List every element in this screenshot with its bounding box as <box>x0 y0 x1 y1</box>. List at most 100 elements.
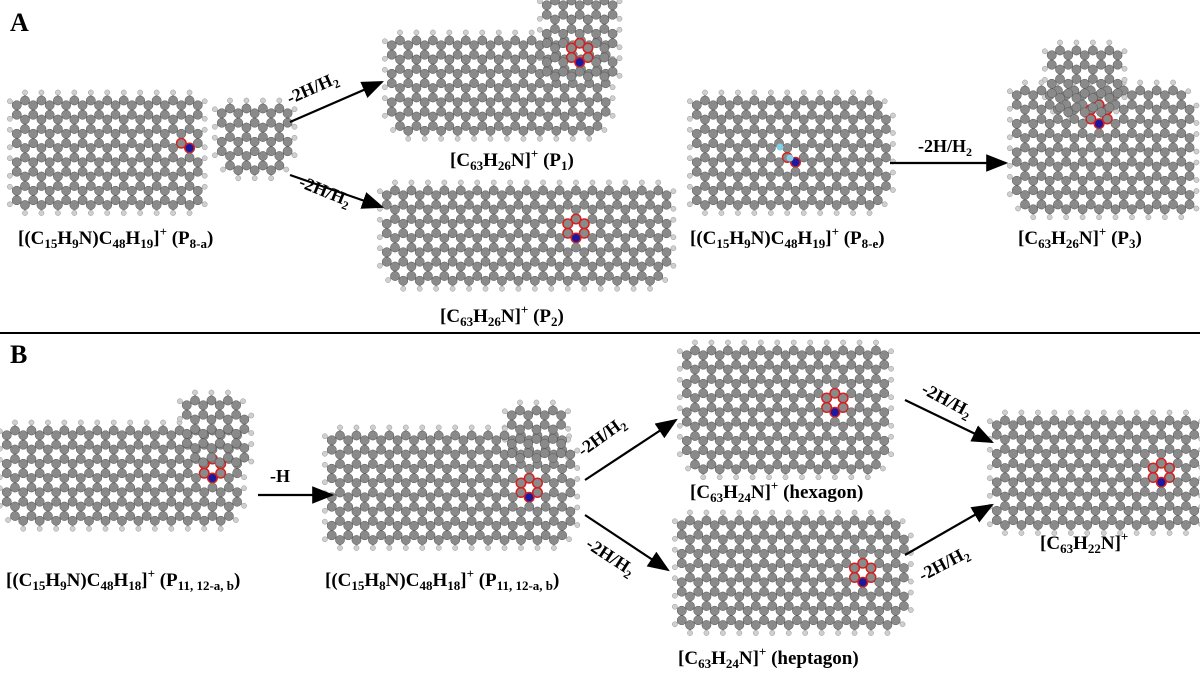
carbon-atom <box>168 124 178 134</box>
carbon-atom <box>110 138 121 149</box>
carbon-atom <box>94 166 104 177</box>
carbon-atom <box>241 132 252 142</box>
carbon-atom <box>28 109 39 120</box>
carbon-atom <box>118 200 129 210</box>
hydrogen-atom <box>6 172 13 179</box>
carbon-atom <box>176 157 187 168</box>
carbon-atom <box>127 128 137 139</box>
hydrogen-atom <box>87 89 94 96</box>
carbon-atom <box>176 100 187 111</box>
carbon-atom <box>69 124 80 134</box>
carbon-atom <box>94 109 104 120</box>
carbon-atom <box>85 171 96 182</box>
carbon-atom <box>94 157 104 168</box>
hydrogen-atom <box>137 89 144 96</box>
hydrogen-atom <box>104 89 111 96</box>
carbon-atom <box>110 166 121 177</box>
carbon-atom <box>44 100 55 111</box>
carbon-atom <box>143 100 154 111</box>
hydrogen-atom <box>220 166 226 173</box>
carbon-atom <box>77 185 88 196</box>
carbon-atom <box>192 166 203 177</box>
carbon-atom <box>184 114 195 125</box>
carbon-atom <box>77 109 88 120</box>
carbon-atom <box>225 132 235 142</box>
carbon-atom <box>135 171 146 182</box>
hydrogen-atom <box>153 210 160 216</box>
hydrogen-atom <box>170 89 176 96</box>
carbon-atom <box>143 128 154 139</box>
carbon-atom <box>168 152 178 163</box>
carbon-atom <box>69 143 80 153</box>
carbon-atom <box>168 200 178 210</box>
hydrogen-atom <box>201 126 208 133</box>
carbon-atom <box>36 152 47 163</box>
carbon-atom <box>20 152 30 163</box>
carbon-atom <box>184 171 195 182</box>
carbon-atom <box>94 138 104 149</box>
carbon-atom <box>102 114 113 125</box>
carbon-atom <box>20 181 30 191</box>
carbon-atom <box>168 181 178 191</box>
hydrogen-atom <box>186 210 193 216</box>
carbon-atom <box>151 171 162 182</box>
hydrogen-atom <box>291 123 298 130</box>
carbon-atom <box>241 103 252 114</box>
carbon-atom <box>184 181 195 191</box>
carbon-atom <box>61 195 71 206</box>
carbon-atom <box>127 195 137 206</box>
carbon-atom <box>102 171 113 182</box>
carbon-atom <box>28 166 39 177</box>
carbon-atom <box>94 100 104 111</box>
carbon-atom <box>110 100 121 111</box>
carbon-atom <box>282 136 293 147</box>
carbon-atom <box>61 100 71 111</box>
carbon-atom <box>94 128 104 139</box>
carbon-atom <box>53 114 63 125</box>
carbon-atom <box>274 103 285 114</box>
carbon-atom <box>61 109 71 120</box>
hydrogen-atom <box>251 175 258 182</box>
carbon-atom <box>249 136 260 147</box>
carbon-atom <box>176 109 187 120</box>
hydrogen-atom <box>211 106 218 113</box>
carbon-atom <box>135 114 146 125</box>
carbon-atom <box>69 200 80 210</box>
carbon-atom <box>160 128 170 139</box>
carbon-atom <box>102 181 113 191</box>
carbon-atom <box>20 114 30 125</box>
carbon-atom <box>266 165 276 176</box>
carbon-atom <box>102 143 113 153</box>
hydrogen-atom <box>153 89 160 96</box>
carbon-atom <box>249 165 260 176</box>
hydrogen-atom <box>38 89 45 96</box>
hydrogen-atom <box>104 210 111 216</box>
carbon-atom <box>53 181 63 191</box>
molecule-p1 <box>381 0 623 142</box>
carbon-atom <box>61 128 71 139</box>
carbon-atom <box>192 100 203 111</box>
carbon-atom <box>61 185 71 196</box>
hydrogen-atom <box>201 115 208 122</box>
carbon-atom <box>192 109 203 120</box>
carbon-atom <box>77 195 88 206</box>
carbon-atom <box>274 132 285 142</box>
carbon-atom <box>192 128 203 139</box>
carbon-atom <box>28 195 39 206</box>
carbon-atom <box>36 143 47 153</box>
carbon-atom <box>225 151 235 161</box>
carbon-atom <box>192 138 203 149</box>
hydrogen-atom <box>6 126 13 133</box>
carbon-atom <box>160 185 170 196</box>
carbon-atom <box>110 128 121 139</box>
carbon-atom <box>258 132 268 142</box>
hydrogen-atom <box>201 144 208 151</box>
carbon-atom <box>110 185 121 196</box>
carbon-atom <box>135 152 146 163</box>
carbon-atom <box>110 195 121 206</box>
carbon-atom <box>20 171 30 182</box>
hydrogen-atom <box>71 89 78 96</box>
carbon-atom <box>94 185 104 196</box>
hydrogen-atom <box>38 210 45 216</box>
carbon-atom <box>249 117 260 128</box>
